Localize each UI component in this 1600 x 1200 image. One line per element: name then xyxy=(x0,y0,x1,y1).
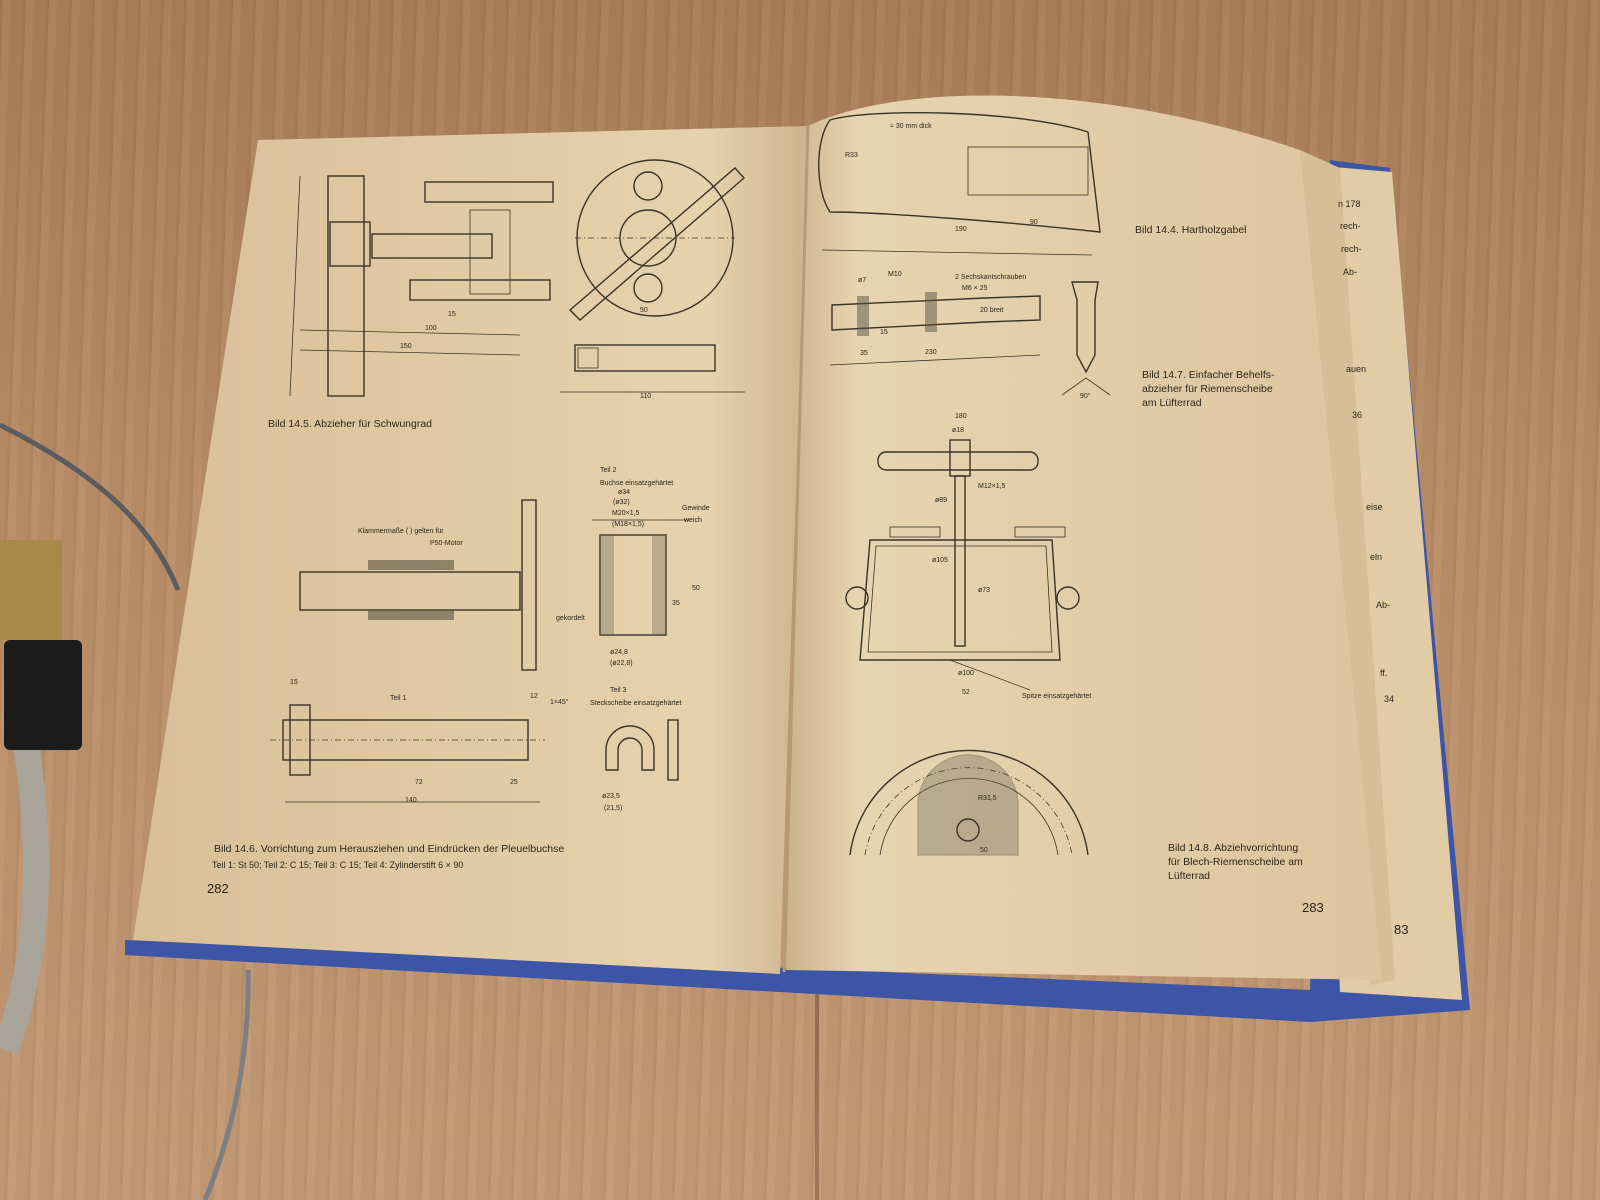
page-number-right: 283 xyxy=(1302,900,1324,915)
fragment-text: ff. xyxy=(1380,668,1387,678)
fragment-text: rech- xyxy=(1341,244,1362,254)
dim-label: 35 xyxy=(860,350,868,357)
label-sechskantschrauben: 2 Sechskantschrauben xyxy=(955,274,1026,281)
dim-label: ø18 xyxy=(952,427,964,434)
dim-label: 140 xyxy=(405,797,417,804)
label-gekordelt: gekordelt xyxy=(556,615,585,622)
page-number-left: 282 xyxy=(207,881,229,896)
caption-14-7-line2: abzieher für Riemenscheibe xyxy=(1142,383,1273,395)
dim-label: 90° xyxy=(1080,392,1091,400)
dim-label: 72 xyxy=(415,779,423,786)
label-dick: ≈ 30 mm dick xyxy=(890,123,932,130)
book-spine-crease xyxy=(782,125,810,973)
fragment-text: 36 xyxy=(1352,410,1362,420)
fragment-page-number: 83 xyxy=(1394,922,1408,937)
dim-label: R33 xyxy=(845,152,858,159)
fig-14-6-drawing xyxy=(270,499,690,803)
caption-14-4: Bild 14.4. Hartholzgabel xyxy=(1135,224,1247,236)
dim-label: 230 xyxy=(925,349,937,356)
dim-label: 35 xyxy=(672,600,680,607)
dim-label: 50 xyxy=(980,847,988,854)
cable xyxy=(0,422,251,1200)
caption-14-6: Bild 14.6. Vorrichtung zum Herausziehen … xyxy=(214,843,564,855)
cable-sleeve xyxy=(4,640,82,750)
caption-14-8-line2: für Blech-Riemenscheibe am xyxy=(1168,856,1303,868)
dim-label: M10 xyxy=(888,271,902,278)
dim-label: (ø32) xyxy=(613,499,630,506)
caption-14-5: Bild 14.5. Abzieher für Schwungrad xyxy=(268,418,432,430)
fragment-text: rech- xyxy=(1340,221,1361,231)
label-buchse: Buchse einsatzgehärtet xyxy=(600,480,673,487)
fragment-text: Ab- xyxy=(1376,600,1390,610)
dim-label: 15 xyxy=(880,329,888,336)
left-dimension-labels: 150 100 15 110 50 140 72 25 15 12 35 50 … xyxy=(290,307,700,812)
fragment-text: eise xyxy=(1366,502,1383,512)
dim-label: R31,5 xyxy=(978,795,997,802)
dim-label: ø23,5 xyxy=(602,793,620,800)
dim-label: ø73 xyxy=(978,587,990,594)
caption-14-7-line3: am Lüfterrad xyxy=(1142,397,1202,409)
dim-label: ø7 xyxy=(858,277,866,284)
dim-label: 12 xyxy=(530,693,538,700)
label-teil-2: Teil 2 xyxy=(600,467,616,474)
dim-label: M12×1,5 xyxy=(978,483,1006,490)
fragment-text: eln xyxy=(1370,552,1382,562)
label-klammermasse: Klammermaße ( ) gelten für xyxy=(358,528,444,535)
dim-label: 50 xyxy=(640,307,648,314)
dim-label: ø34 xyxy=(618,489,630,496)
dim-label: 180 xyxy=(955,413,967,420)
caption-14-7-line1: Bild 14.7. Einfacher Behelfs- xyxy=(1142,369,1275,381)
dim-label: 110 xyxy=(640,393,651,400)
left-page xyxy=(133,126,808,974)
label-breit: 20 breit xyxy=(980,307,1003,314)
label-m6: M6 × 25 xyxy=(962,285,988,292)
fragment-text: auen xyxy=(1346,364,1366,374)
dim-label: ø100 xyxy=(958,670,974,677)
label-gewinde: Gewinde xyxy=(682,505,710,512)
dim-label: 25 xyxy=(510,779,518,786)
dim-label: ø105 xyxy=(932,557,948,564)
dim-label: (21,5) xyxy=(604,805,622,812)
fig-14-7-drawing xyxy=(829,281,1111,396)
dim-label: 90 xyxy=(1030,219,1038,226)
label-spitze: Spitze einsatzgehärtet xyxy=(1022,693,1091,700)
fragment-text: n 178 xyxy=(1338,199,1361,209)
dim-label: 190 xyxy=(955,226,967,233)
dim-label: ø24,8 xyxy=(610,649,628,656)
dim-label: ø89 xyxy=(935,497,947,504)
fragment-text: 34 xyxy=(1384,694,1394,704)
caption-14-6-materials: Teil 1: St 50; Teil 2: C 15; Teil 3: C 1… xyxy=(212,860,463,870)
fragment-text: Ab- xyxy=(1343,267,1357,277)
label-steckscheibe: Steckscheibe einsatzgehärtet xyxy=(590,700,681,707)
fig-14-8-drawing xyxy=(845,439,1089,856)
dim-label: (M18×1,5) xyxy=(612,521,644,528)
caption-14-8-line3: Lüfterrad xyxy=(1168,870,1210,882)
cable-connector xyxy=(0,540,62,640)
dim-label: 52 xyxy=(962,689,970,696)
label-weich: weich xyxy=(683,517,702,524)
fig-14-5-drawing xyxy=(289,159,745,397)
label-teil-1: Teil 1 xyxy=(390,695,406,702)
label-teil-3: Teil 3 xyxy=(610,687,626,694)
dim-label: 100 xyxy=(425,325,437,332)
next-page-text-fragments: n 178 rech- rech- Ab- auen 36 eise eln A… xyxy=(1338,199,1408,937)
dim-label: 50 xyxy=(692,585,700,592)
dim-label: 15 xyxy=(290,679,298,686)
dim-label: 150 xyxy=(400,343,412,350)
label-motor: P50-Motor xyxy=(430,540,463,547)
fig-14-4-drawing xyxy=(818,112,1101,256)
dim-label: 15 xyxy=(448,311,456,318)
dim-label: M20×1,5 xyxy=(612,510,640,517)
dim-label: (ø22,8) xyxy=(610,660,633,667)
caption-14-8-line1: Bild 14.8. Abziehvorrichtung xyxy=(1168,842,1298,854)
table-board-seam xyxy=(815,990,819,1200)
dim-label: 1×45° xyxy=(550,698,569,706)
